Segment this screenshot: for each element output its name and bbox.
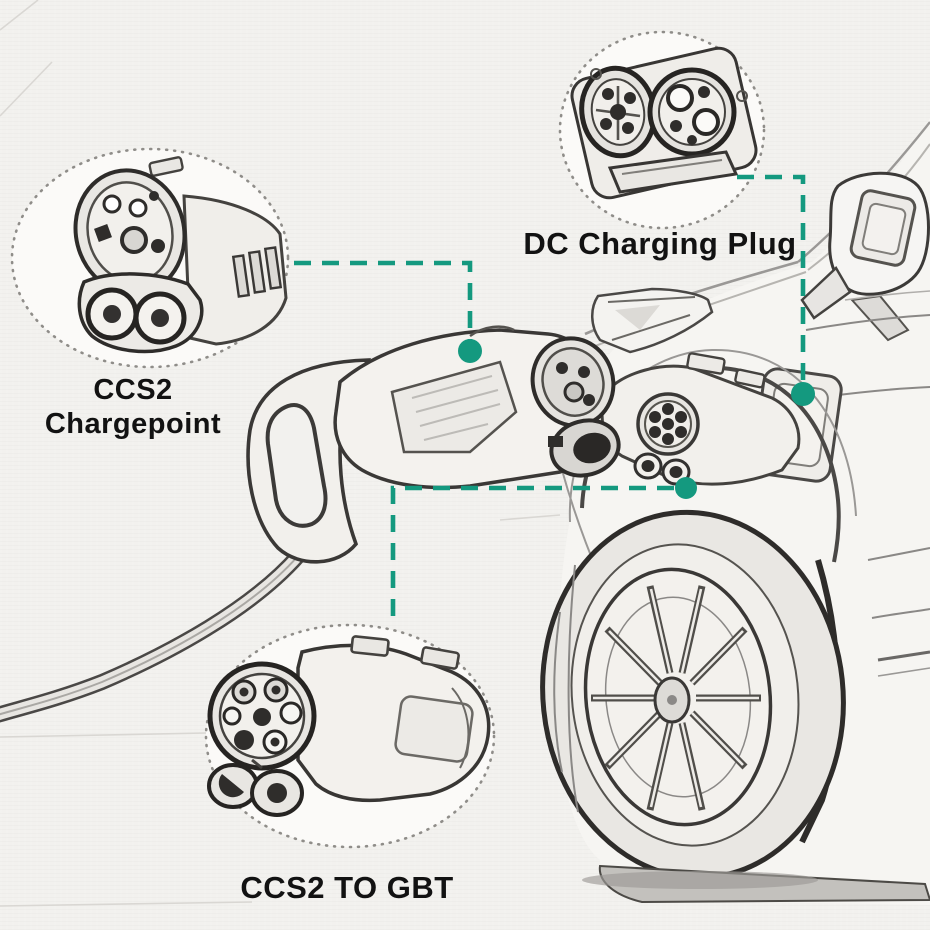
callout-line-ccs2-to-gbt <box>390 485 674 624</box>
callout-dots <box>458 339 815 499</box>
callout-dot-plug-handle <box>458 339 482 363</box>
front-wheel <box>540 509 846 881</box>
wheel-spoke-highlights <box>593 588 759 808</box>
label-ccs2-chargepoint-line1: CCS2 <box>93 374 173 406</box>
ccs2-to-gbt-adapter-on-car <box>600 352 801 486</box>
body-crease-lines <box>805 290 930 677</box>
callout-lines <box>294 174 806 624</box>
ccs2-plug-handle <box>246 325 621 564</box>
adapter-pins <box>649 403 687 445</box>
callout-line-ccs2-chargepoint <box>294 260 473 340</box>
label-ccs2-to-gbt: CCS2 TO GBT <box>240 870 454 905</box>
callout-line-dc-charging-plug <box>737 174 806 382</box>
body-vents <box>231 246 283 298</box>
ccs2-to-gbt-adapter-detail-circle <box>204 623 496 849</box>
label-ccs2-chargepoint: CCS2 Chargepoint <box>20 374 246 441</box>
callout-dot-charge-port <box>791 382 815 406</box>
charging-cable <box>0 550 304 723</box>
headlight <box>591 287 714 354</box>
label-ccs2-chargepoint-line2: Chargepoint <box>44 407 222 440</box>
gbt-face-pins <box>222 677 303 755</box>
ground-shadow <box>582 864 930 904</box>
car-sketch <box>540 118 930 905</box>
dc-charging-plug-detail-circle <box>558 30 766 230</box>
label-dc-charging-plug: DC Charging Plug <box>523 226 797 261</box>
callout-dot-adapter <box>675 477 697 499</box>
paper-sketch-lines <box>0 0 561 907</box>
tire-tread <box>553 564 579 813</box>
handle-ridges <box>411 375 501 441</box>
ccs2-chargepoint-detail-circle <box>10 147 290 369</box>
side-mirror <box>800 171 930 342</box>
